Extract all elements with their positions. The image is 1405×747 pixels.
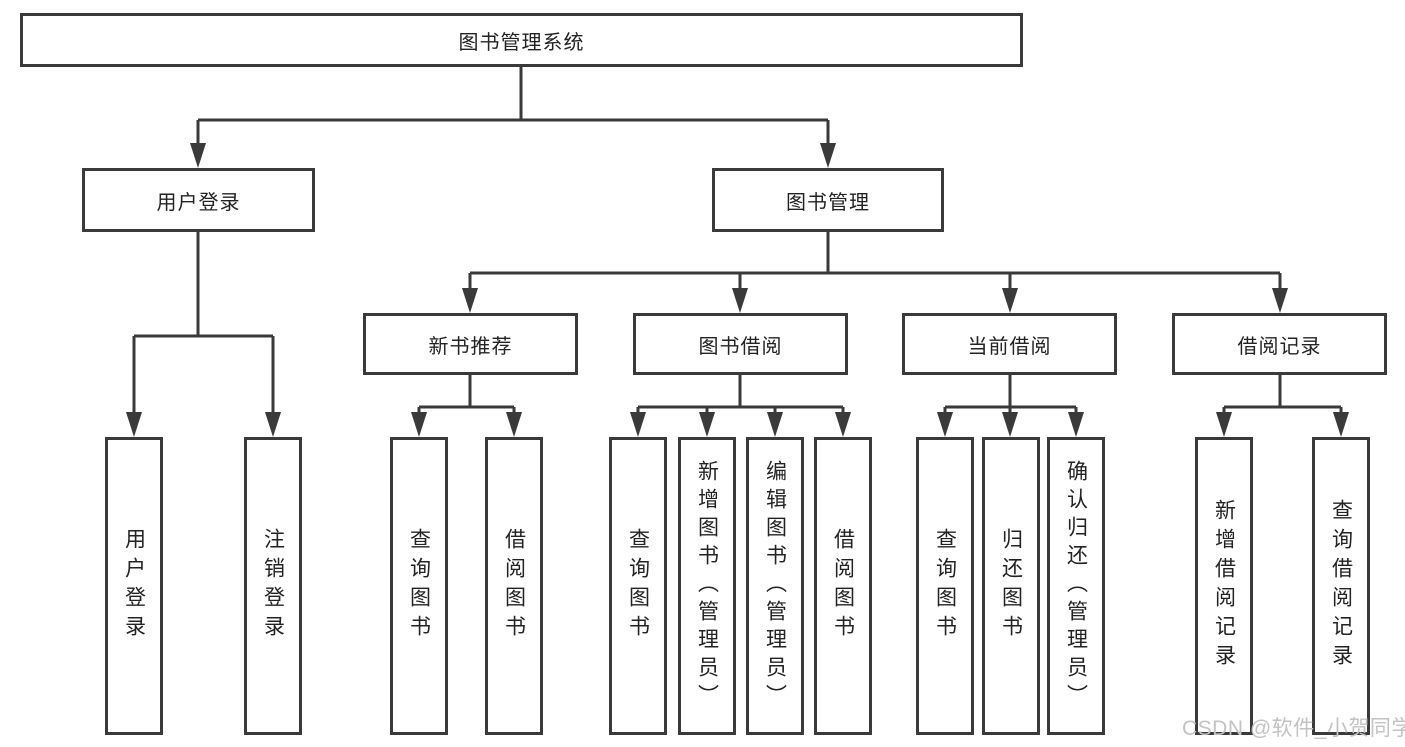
leaf-add-books-admin-label: 新增图书（管理员） xyxy=(695,460,719,712)
leaf-add-books-admin: 新增图书（管理员） xyxy=(678,437,736,735)
watermark: CSDN @软件_小贺同学 xyxy=(1182,717,1405,740)
node-borrow-records-label: 借阅记录 xyxy=(1237,335,1322,358)
node-borrow-records: 借阅记录 xyxy=(1172,313,1387,375)
leaf-query-books-borrow-label: 查询图书 xyxy=(626,528,650,644)
leaf-edit-books-admin: 编辑图书（管理员） xyxy=(746,437,804,735)
leaf-borrow-books: 借阅图书 xyxy=(814,437,872,735)
leaf-borrow-books-label: 借阅图书 xyxy=(831,528,855,644)
leaf-logout-label: 注销登录 xyxy=(261,528,285,644)
leaf-add-borrow-record: 新增借阅记录 xyxy=(1195,437,1253,735)
leaf-borrow-books-recommend: 借阅图书 xyxy=(485,437,543,735)
leaf-user-login-label: 用户登录 xyxy=(122,528,146,644)
node-book-borrowing-label: 图书借阅 xyxy=(698,335,783,358)
leaf-logout: 注销登录 xyxy=(244,437,302,735)
node-book-borrowing: 图书借阅 xyxy=(633,313,848,375)
leaf-query-books-current: 查询图书 xyxy=(916,437,974,735)
leaf-query-books-current-label: 查询图书 xyxy=(933,528,957,644)
leaf-query-books-recommend: 查询图书 xyxy=(390,437,448,735)
leaf-query-borrow-record-label: 查询借阅记录 xyxy=(1329,499,1353,673)
leaf-confirm-return-admin-label: 确认归还（管理员） xyxy=(1064,460,1088,712)
leaf-confirm-return-admin: 确认归还（管理员） xyxy=(1047,437,1105,735)
arrowheads xyxy=(126,143,1349,437)
leaf-borrow-books-recommend-label: 借阅图书 xyxy=(502,528,526,644)
node-book-management-label: 图书管理 xyxy=(786,191,870,214)
node-root-system-label: 图书管理系统 xyxy=(458,31,585,54)
node-new-book-recommend: 新书推荐 xyxy=(363,313,578,375)
leaf-query-borrow-record: 查询借阅记录 xyxy=(1312,437,1370,735)
node-book-management: 图书管理 xyxy=(712,168,944,232)
leaf-query-books-borrow: 查询图书 xyxy=(609,437,667,735)
node-current-borrowing-label: 当前借阅 xyxy=(967,335,1052,358)
node-user-login-label: 用户登录 xyxy=(156,191,241,214)
node-user-login: 用户登录 xyxy=(82,168,315,232)
node-current-borrowing: 当前借阅 xyxy=(902,313,1117,375)
leaf-return-books: 归还图书 xyxy=(982,437,1040,735)
node-root-system: 图书管理系统 xyxy=(20,13,1023,67)
node-new-book-recommend-label: 新书推荐 xyxy=(428,335,513,358)
leaf-user-login: 用户登录 xyxy=(105,437,163,735)
leaf-edit-books-admin-label: 编辑图书（管理员） xyxy=(763,460,787,712)
leaf-query-books-recommend-label: 查询图书 xyxy=(407,528,431,644)
leaf-return-books-label: 归还图书 xyxy=(999,528,1023,644)
leaf-add-borrow-record-label: 新增借阅记录 xyxy=(1212,499,1236,673)
